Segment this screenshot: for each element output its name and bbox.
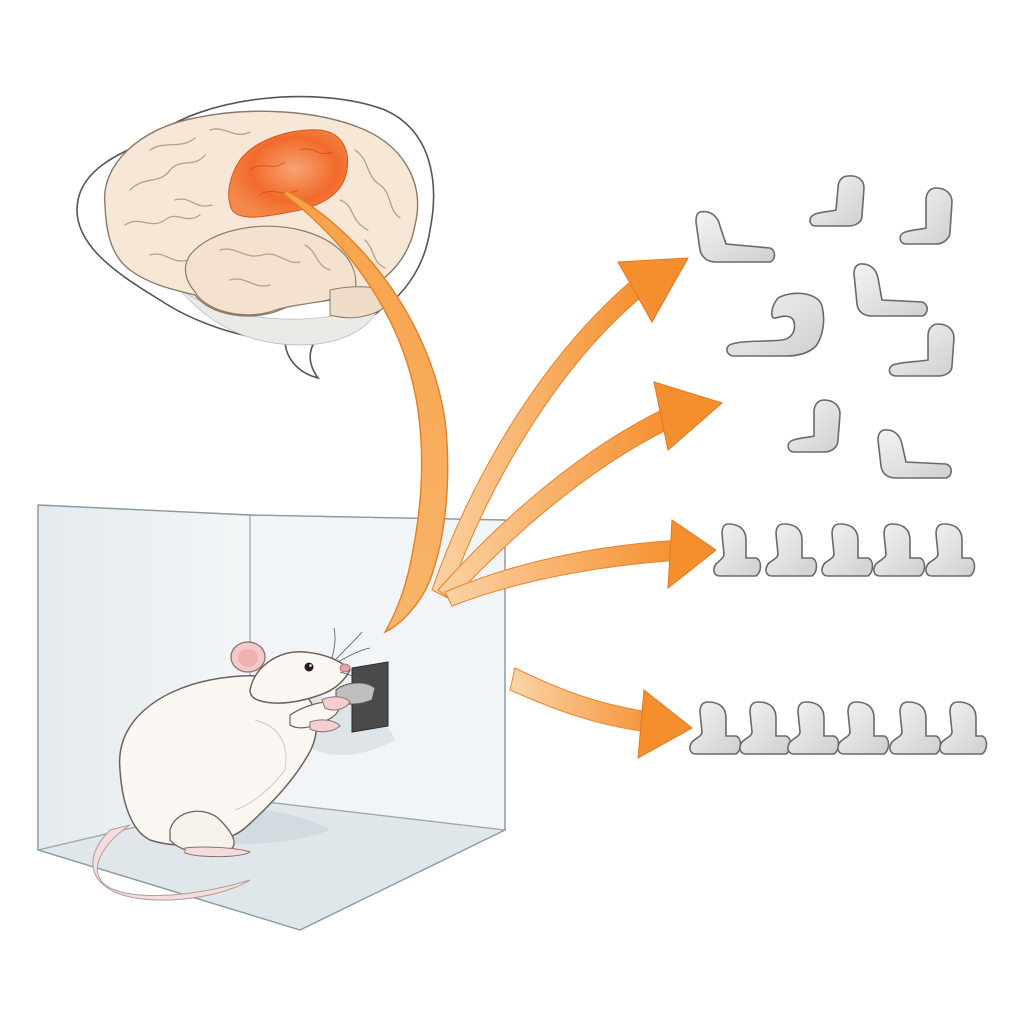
rat-head: [249, 651, 351, 704]
rat-ear-inner: [238, 649, 258, 667]
brain-gyri: [124, 128, 401, 287]
output-arrow-2: [437, 381, 724, 601]
rat-front-paw-2: [309, 719, 341, 733]
lever-shape: [877, 429, 953, 479]
lever-shape: [787, 399, 841, 453]
lever-shape: [837, 701, 890, 755]
brain-illustration: [76, 95, 435, 380]
lever-shape: [939, 701, 988, 755]
rat-whiskers: [331, 627, 373, 687]
main-signal-arrow: [284, 188, 449, 634]
lever-response-patterns: [689, 175, 988, 755]
regular-pattern-row-2: [689, 701, 988, 755]
lever-shape: [809, 175, 865, 227]
lever-shape: [888, 323, 955, 377]
rat-hind-foot: [184, 846, 252, 858]
lever-shape: [689, 701, 742, 755]
rat-belly-shading: [234, 719, 287, 811]
lever-shape: [899, 187, 953, 245]
lever-shape: [889, 701, 942, 755]
lever-shape: [787, 701, 840, 755]
lever-shape: [765, 523, 818, 577]
lever-shape: [873, 523, 926, 577]
rat-eye-shine: [309, 664, 312, 667]
output-arrow-1: [431, 257, 689, 599]
lever-shape: [713, 523, 762, 577]
regular-pattern-row-1: [713, 523, 976, 577]
scattered-pattern: [695, 175, 955, 479]
lever-shape: [821, 523, 874, 577]
rat-front-paw: [321, 696, 351, 711]
lever-shape: [695, 210, 776, 263]
rat-body: [118, 674, 318, 846]
rat: [92, 627, 373, 901]
output-arrows: [431, 257, 724, 759]
lever-shape: [739, 701, 792, 755]
output-arrow-3: [444, 519, 717, 607]
rat-eye: [304, 662, 314, 672]
chamber-front-edge: [37, 505, 506, 931]
lever-shape: [726, 292, 825, 357]
rat-tail: [92, 824, 251, 901]
lever-shape: [853, 263, 929, 317]
lever-shape: [925, 523, 976, 577]
output-arrow-4: [509, 667, 693, 759]
highlight-gyri: [249, 148, 333, 196]
rat-nose: [339, 663, 351, 673]
